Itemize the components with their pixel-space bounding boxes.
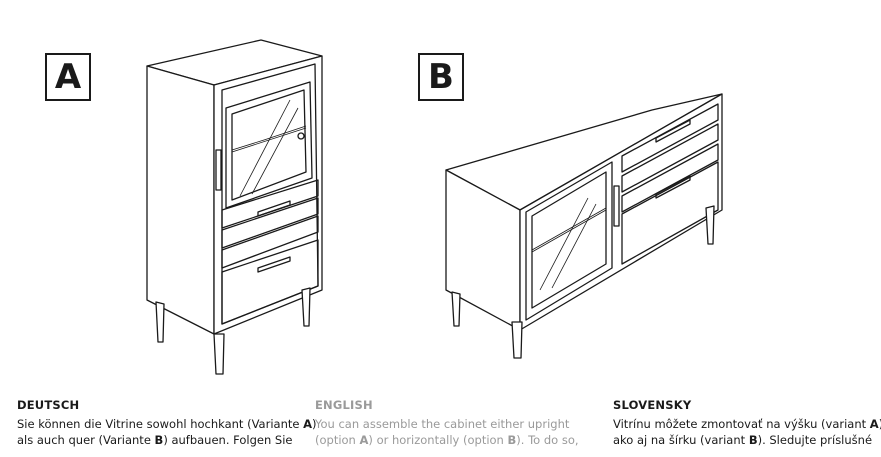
variant-a-label: A [45, 53, 91, 101]
section-line: als auch quer (Variante B) aufbauen. Fol… [17, 433, 293, 447]
section-line: You can assemble the cabinet either upri… [315, 417, 570, 431]
section-line: (option A) or horizontally (option B). T… [315, 433, 579, 447]
section-deutsch: DEUTSCH Sie können die Vitrine sowohl ho… [17, 397, 317, 448]
variant-b-label: B [418, 53, 464, 101]
section-english: ENGLISH You can assemble the cabinet eit… [315, 397, 579, 448]
section-heading: SLOVENSKY [613, 398, 692, 412]
cabinet-horizontal-illustration [445, 93, 723, 359]
section-line: ako aj na šírku (variant B). Sledujte pr… [613, 433, 873, 447]
cabinet-upright-illustration [146, 39, 323, 375]
section-line: Sie können die Vitrine sowohl hochkant (… [17, 417, 317, 431]
section-line: Vitrínu môžete zmontovať na výšku (varia… [613, 417, 881, 431]
section-heading: ENGLISH [315, 398, 373, 412]
section-heading: DEUTSCH [17, 398, 80, 412]
section-slovensky: SLOVENSKY Vitrínu môžete zmontovať na vý… [613, 397, 881, 448]
